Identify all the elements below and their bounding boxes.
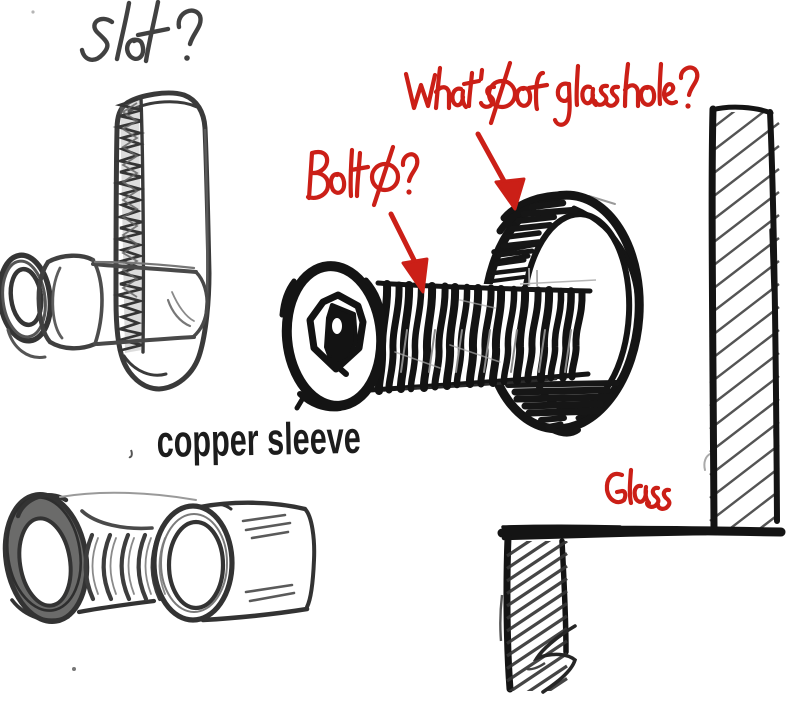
svg-text:copper sleeve: copper sleeve <box>156 412 361 467</box>
